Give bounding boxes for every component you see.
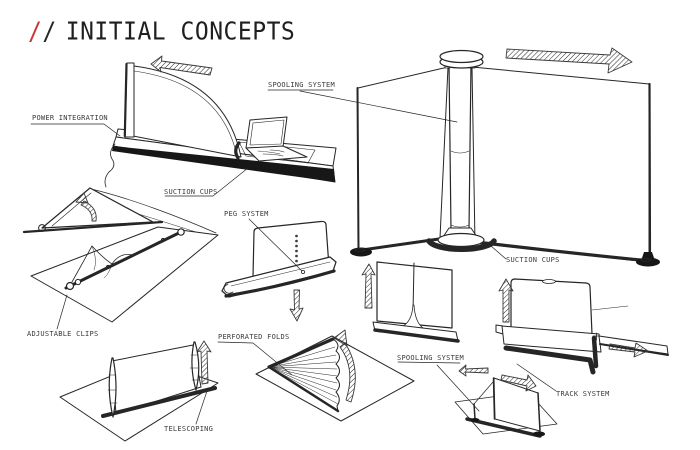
label-power-integration: POWER INTEGRATION [32, 114, 108, 122]
arrow-down-icon [289, 289, 304, 322]
label-suction-cups-desk: SUCTION CUPS [164, 188, 218, 196]
arrow-curved-icon [339, 342, 356, 403]
page-title: // INITIAL CONCEPTS [28, 18, 295, 46]
arrow-rotate-icon [80, 200, 97, 222]
sketch-track-system [495, 278, 669, 375]
label-spooling-system-slide: SPOOLING SYSTEM [397, 354, 464, 362]
label-peg-system: PEG SYSTEM [224, 210, 269, 218]
spool-column [448, 63, 472, 231]
label-spooling-system-wall: SPOOLING SYSTEM [268, 81, 335, 89]
sketch-wall-spool [350, 47, 660, 267]
annotation-leader-lines [30, 89, 557, 425]
clip-ring [74, 278, 82, 286]
sketch-peg-system [221, 220, 337, 322]
suction-foot [636, 257, 660, 267]
sketch-perforated-folds [255, 329, 415, 422]
arrow-up-icon [498, 278, 514, 323]
title-text: INITIAL CONCEPTS [65, 18, 296, 47]
clip-ring [177, 228, 185, 236]
suction-base [426, 238, 497, 253]
sketch-adjustable-clips [22, 187, 219, 323]
sketch-rollout-desk [104, 55, 337, 188]
handle-notch [542, 279, 556, 284]
label-perforated-folds: PERFORATED FOLDS [218, 333, 290, 341]
title-slash-red: / [28, 18, 43, 47]
power-cord [104, 143, 116, 188]
clip-ring [65, 281, 75, 291]
sketch-center-support-panel [361, 261, 460, 343]
arrow-right-icon [500, 374, 537, 392]
title-slash-black: / [42, 18, 57, 47]
label-adjustable-clips: ADJUSTABLE CLIPS [27, 330, 99, 338]
arrow-left-icon [458, 364, 489, 377]
arrow-right-icon [608, 342, 649, 358]
label-suction-cups-wall: SUCTION CUPS [506, 256, 560, 264]
label-telescoping: TELESCOPING [164, 425, 214, 433]
telescoping-post [108, 357, 117, 418]
pivot-dot [38, 224, 46, 232]
label-track-system: TRACK SYSTEM [556, 390, 610, 398]
sketch-telescoping [59, 340, 219, 442]
arrow-left-icon [150, 55, 213, 76]
arrow-right-icon [505, 47, 633, 74]
arrow-up-icon [196, 340, 212, 385]
arrow-up-icon [361, 263, 376, 309]
sketch-sliding-spool [454, 364, 558, 438]
